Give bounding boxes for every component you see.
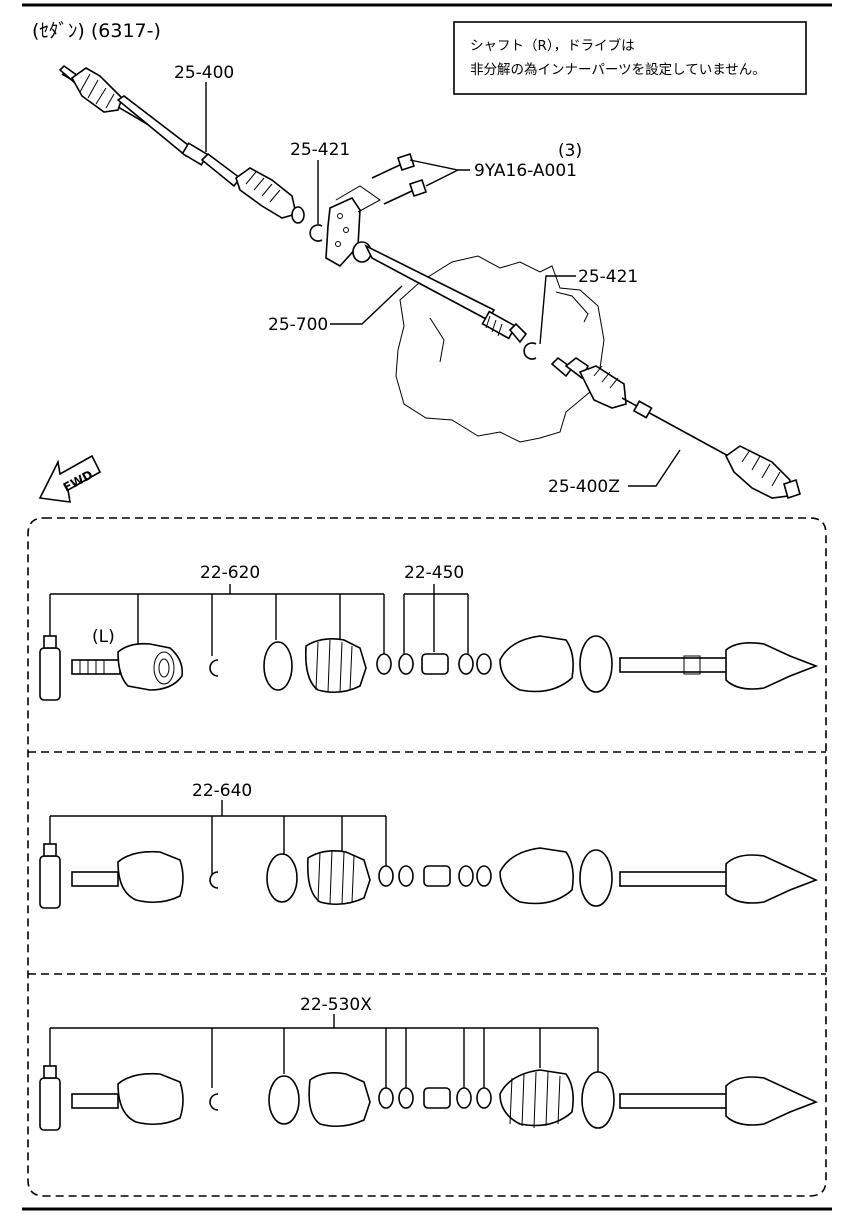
callout-25-400z: 25-400Z [548, 477, 620, 497]
bolts [371, 152, 428, 205]
note-line-1: シャフト（R），ドライブは [470, 37, 635, 54]
callout-25-421-upper: 25-421 [290, 140, 350, 160]
kits-frame [27, 517, 827, 1197]
bracket [325, 185, 381, 268]
joint-shaft [352, 241, 528, 344]
kit-row-2: 22-640 [39, 781, 819, 909]
clip-lower [523, 342, 537, 360]
clip-upper [309, 224, 323, 242]
fwd-arrow-icon: FWD [38, 454, 102, 503]
kit-row-3: 22-530X [39, 995, 819, 1131]
upper-leaders [205, 82, 681, 487]
kit-row-1: 22-620 22-450 (L) [39, 563, 819, 701]
page-title: (ｾﾀﾞﾝ) (6317-) [32, 20, 161, 42]
kit-label-22-530x: 22-530X [300, 995, 372, 1015]
drive-shaft-right [550, 356, 801, 500]
callout-25-400: 25-400 [174, 63, 234, 83]
callout-25-700: 25-700 [268, 315, 328, 335]
callout-9ya16: 9YA16-A001 [474, 161, 577, 181]
kit-label-22-450: 22-450 [404, 563, 464, 583]
kit-label-22-640: 22-640 [192, 781, 252, 801]
drive-shaft-left [58, 64, 305, 224]
note-box: シャフト（R），ドライブは 非分解の為インナーパーツを設定していません。 [453, 21, 807, 95]
note-line-2: 非分解の為インナーパーツを設定していません。 [470, 62, 766, 78]
kit-label-22-620: 22-620 [200, 563, 260, 583]
callout-bolts-qty: (3) [558, 141, 582, 161]
callout-25-421-lower: 25-421 [578, 267, 638, 287]
kit-side-l: (L) [92, 627, 115, 647]
